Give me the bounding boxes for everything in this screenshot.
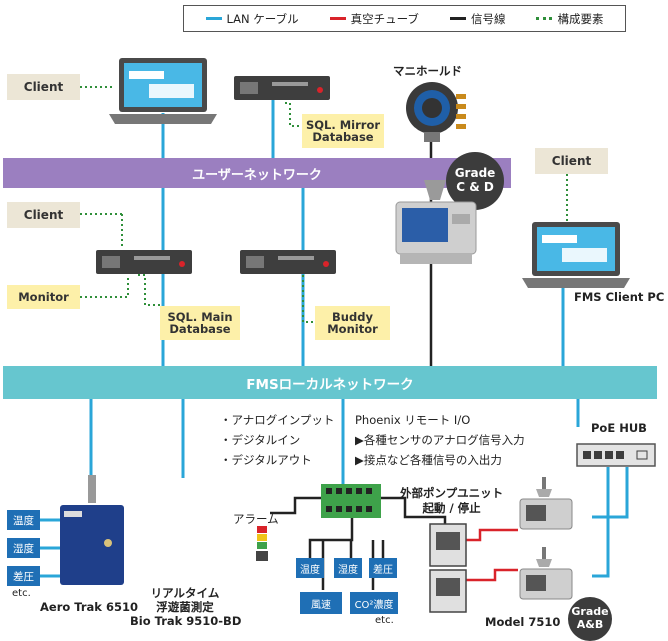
io-sensor-airspeed: 風速 — [300, 592, 342, 614]
alarm-light-icon — [256, 526, 268, 561]
aero-trak-label: Aero Trak 6510 — [40, 600, 138, 614]
client-mid-box: Client — [7, 202, 80, 228]
legend-vacuum: 真空チューブ — [329, 11, 419, 27]
io-sensor-humidity: 湿度 — [334, 558, 362, 578]
manifold-icon — [406, 82, 466, 142]
io-etc-label: etc. — [375, 615, 394, 626]
analog-input-label: ・アナログインプット — [220, 413, 335, 427]
laptop-icon — [109, 58, 217, 124]
contact-label: ▶接点など各種信号の入出力 — [355, 453, 502, 467]
manifold-label: マニホールド — [393, 64, 462, 78]
server-main-icon — [96, 250, 192, 274]
digital-in-label: ・デジタルイン — [220, 433, 301, 447]
io-sensor-co2: CO²濃度 — [350, 592, 398, 614]
monitor-box: Monitor — [7, 285, 80, 309]
model7510-label: Model 7510 — [485, 615, 561, 629]
io-sensor-temp: 温度 — [296, 558, 324, 578]
left-sensor-humidity: 湿度 — [7, 538, 40, 558]
client-top-box: Client — [7, 74, 80, 100]
vacuum-tubes — [465, 528, 518, 582]
client-right-box: Client — [535, 148, 608, 174]
digital-out-label: ・デジタルアウト — [220, 453, 312, 467]
legend-signal: 信号線 — [449, 11, 505, 27]
poe-hub-icon — [576, 443, 656, 467]
phoenix-label: Phoenix リモート I/O — [355, 413, 471, 427]
server-buddy-icon — [240, 250, 336, 274]
left-sensor-links — [40, 518, 60, 578]
sensor-unit-icon — [519, 477, 573, 530]
left-sensor-temp: 温度 — [7, 510, 40, 530]
lan-cables — [89, 100, 629, 578]
io-module-icon — [321, 484, 381, 518]
fms-network-bar: FMSローカルネットワーク — [3, 366, 657, 399]
legend-lan: LAN ケーブル — [205, 11, 299, 27]
poe-hub-label: PoE HUB — [591, 421, 647, 435]
server-mirror-icon — [234, 76, 330, 100]
sensor-unit-icon — [519, 547, 573, 600]
particle-counter-icon — [395, 180, 477, 264]
component-links — [80, 86, 568, 323]
left-sensor-pressure: 差圧 — [7, 566, 40, 586]
left-etc-label: etc. — [12, 588, 31, 599]
alarm-label: アラーム — [233, 512, 279, 526]
legend: LAN ケーブル 真空チューブ 信号線 構成要素 — [183, 5, 626, 32]
analog-sensor-label: ▶各種センサのアナログ信号入力 — [355, 433, 525, 447]
fms-client-pc-label: FMS Client PC — [574, 290, 665, 304]
legend-component: 構成要素 — [536, 11, 603, 27]
pump-label: 外部ポンプユニット起動 / 停止 — [400, 486, 504, 515]
aero-trak-icon — [60, 475, 124, 585]
pump-unit-icon — [429, 523, 467, 613]
laptop-icon-right — [522, 222, 630, 288]
biotrak-label: リアルタイム 浮遊菌測定 Bio Trak 9510-BD — [130, 586, 242, 628]
io-sensor-pressure: 差圧 — [369, 558, 397, 578]
